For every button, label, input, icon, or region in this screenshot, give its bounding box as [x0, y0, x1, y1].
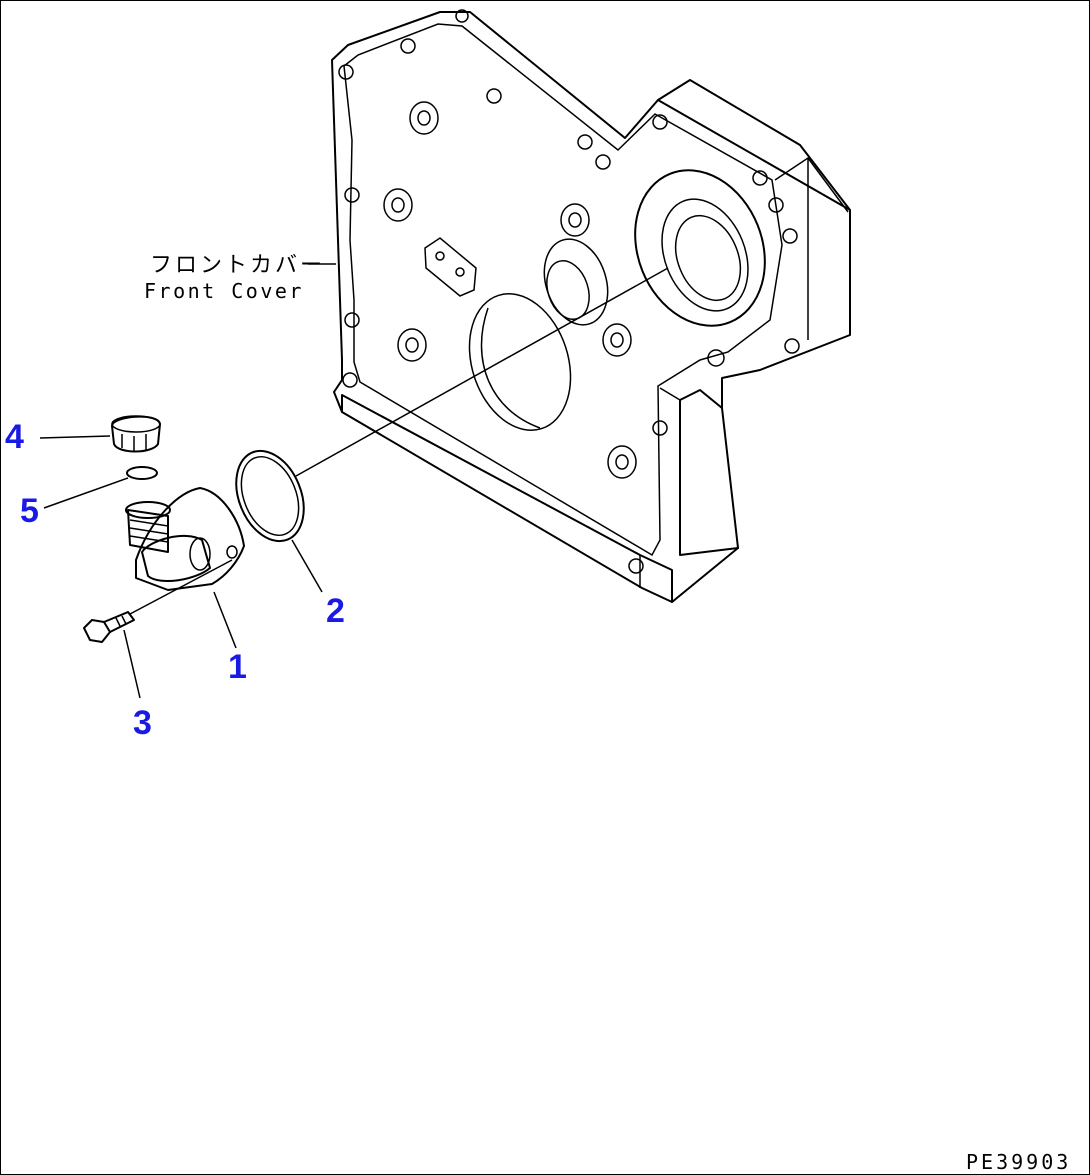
front-cover-label-jp: フロントカバー — [150, 253, 325, 278]
o-ring-part — [235, 449, 305, 543]
callout-2: 2 — [326, 592, 345, 630]
callout-3: 3 — [133, 704, 152, 742]
leader-lines — [39, 263, 669, 699]
connector-elbow-part — [125, 487, 245, 591]
bolt-part — [83, 611, 135, 643]
callout-5: 5 — [20, 492, 39, 530]
small-o-ring-part — [126, 466, 158, 480]
front-cover-drawing — [331, 9, 851, 603]
callout-4: 4 — [5, 418, 24, 456]
drawing-code: PE39903 — [966, 1150, 1071, 1174]
plug-part — [111, 415, 161, 453]
front-cover-label-en: Front Cover — [144, 279, 304, 303]
callout-1: 1 — [228, 648, 247, 686]
